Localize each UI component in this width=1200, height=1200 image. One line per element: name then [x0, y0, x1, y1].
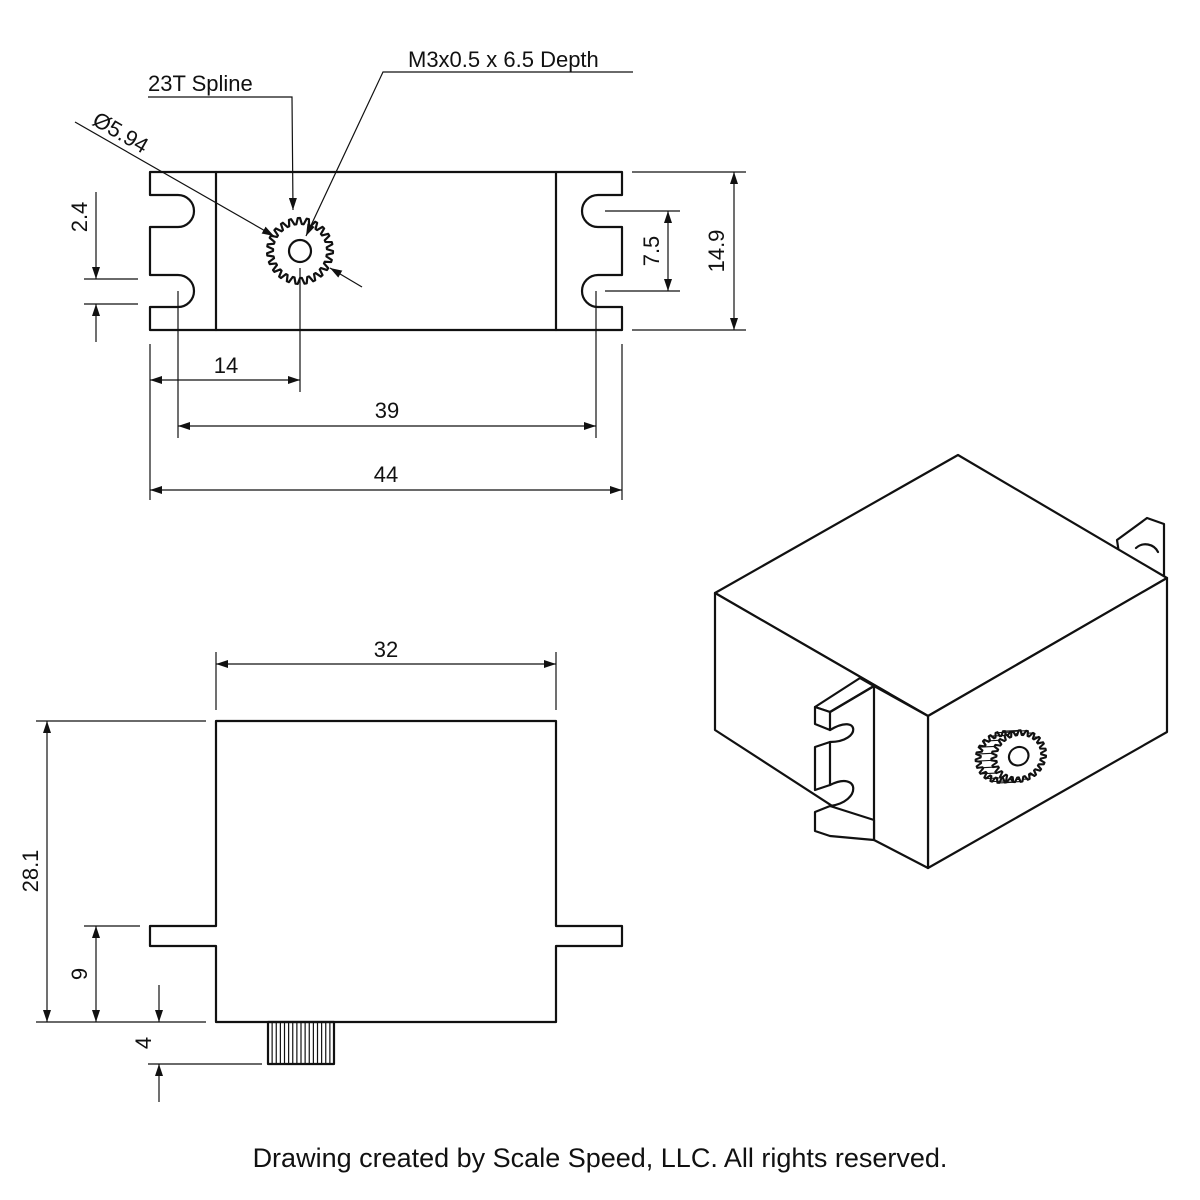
dim-height-side: 28.1	[18, 850, 43, 893]
iso-spline-rib	[980, 772, 997, 775]
top-view-outline	[148, 170, 624, 332]
dim-shaft-offset: 14	[214, 353, 238, 378]
iso-front-flange	[872, 684, 930, 870]
top-view: 23T Spline M3x0.5 x 6.5 Depth Ø5.94 2.4 …	[67, 47, 746, 500]
spline-gear-top	[265, 216, 335, 286]
footer-credit: Drawing created by Scale Speed, LLC. All…	[253, 1143, 948, 1173]
dim-mount-spacing: 7.5	[639, 236, 664, 267]
diameter-label: Ø5.94	[89, 107, 153, 159]
dim-body-length: 32	[374, 637, 398, 662]
iso-spline-rib	[975, 759, 992, 762]
thread-label: M3x0.5 x 6.5 Depth	[408, 47, 599, 72]
screw-hole	[287, 238, 313, 264]
spline-leader	[148, 96, 297, 211]
iso-slot-upper	[828, 723, 855, 744]
iso-slot-lower	[828, 779, 855, 808]
thread-leader	[305, 71, 633, 237]
diameter-leader	[74, 121, 275, 237]
spline-label: 23T Spline	[148, 71, 253, 96]
spline-ribs	[271, 1022, 331, 1064]
dim-hole-pitch: 39	[375, 398, 399, 423]
iso-spline-rib	[976, 752, 992, 755]
iso-spline	[974, 729, 1048, 784]
diameter-leader-far	[329, 267, 363, 288]
dim-tab-height: 9	[67, 968, 92, 980]
side-view: 32 28.1 9 4	[18, 637, 624, 1102]
iso-back-tab-slot	[1134, 543, 1160, 554]
iso-spline-rib	[988, 734, 1005, 737]
iso-spline-rib	[1002, 729, 1019, 732]
dim-overall-length: 44	[374, 462, 398, 487]
side-view-outline	[148, 719, 624, 1024]
iso-flange-edge	[828, 684, 876, 714]
dim-hole-spacing: 2.4	[67, 202, 92, 233]
iso-spline-rib	[992, 780, 1008, 783]
iso-screw-hole	[1007, 745, 1030, 767]
iso-spline-face	[990, 729, 1048, 784]
iso-tab-mid	[813, 740, 832, 792]
iso-spline-rib	[985, 777, 1002, 780]
dim-height-top: 14.9	[704, 230, 729, 273]
iso-spline-rib	[982, 739, 999, 742]
iso-spline-rib	[995, 731, 1012, 734]
iso-spline-rib	[978, 745, 995, 748]
isometric-view	[713, 453, 1169, 870]
iso-spline-rib	[977, 766, 994, 769]
dim-spline-height: 4	[131, 1037, 156, 1049]
